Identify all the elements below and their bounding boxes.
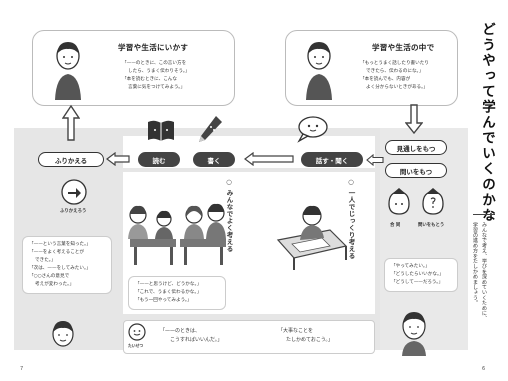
arrow-left-icon	[106, 152, 130, 166]
pencil-icon	[199, 116, 222, 142]
arrow-down-icon	[405, 104, 423, 135]
note-line: 「もう一回やってみよう。」	[135, 298, 192, 303]
right-panel-line: 「もっとうまく話したり書いたり	[360, 61, 429, 66]
read-button[interactable]: 読む	[138, 152, 180, 167]
taisetsu-face-icon	[128, 323, 146, 341]
reflection-note: 「——という言葉を知った。」 「——をよく考えることが できた。」 「次は、——…	[22, 236, 112, 294]
student-head-icon	[306, 42, 332, 100]
left-panel-line: 「本を読むときに、こんな	[122, 77, 177, 82]
note-line: たしかめておこう。」	[286, 337, 334, 343]
write-button[interactable]: 書く	[193, 152, 235, 167]
note-line: こうすればいいんだ。」	[170, 337, 223, 343]
speech-bubble-icon	[297, 116, 328, 143]
left-panel-line: したら、うまく伝わりそう。」	[128, 69, 190, 74]
title-divider	[473, 214, 495, 215]
page-number-right: 6	[482, 366, 486, 372]
note-line: 「どうしたらいいかな。」	[391, 272, 444, 277]
outlook-button[interactable]: 見通しをもつ	[385, 140, 447, 155]
agree-label: 合 同	[390, 223, 401, 228]
group-think-label: ○ みんなでよく考える	[225, 178, 233, 253]
key-point-box	[123, 320, 375, 354]
left-panel-text: 「——のときに、この言い方を したら、うまく伝わりそう。」 「本を読むときに、こ…	[122, 60, 190, 92]
right-panel-text: 「もっとうまく話したり書いたり できたら、伝わるのにな。」 「本を読んでも、内容…	[360, 60, 429, 92]
key-point-text-b: 「大事なことを たしかめておこう。」	[278, 327, 333, 345]
note-line: 「次は、——をしてみたい。」	[29, 266, 91, 271]
question-face-icon	[422, 188, 444, 215]
right-panel-line: よく分からないときがある。」	[366, 85, 429, 90]
note-line: 「——のときは、	[160, 328, 201, 334]
subtitle-line: みんなで考え、学びを深めていくために、	[481, 222, 487, 321]
right-panel-line: 「本を読んでも、内容が	[360, 77, 411, 82]
speak-listen-button[interactable]: 話す・聞く	[301, 152, 363, 167]
reflect-icon	[61, 179, 87, 205]
solo-study-illustration	[276, 205, 348, 270]
book-icon	[148, 120, 174, 141]
right-panel-line: できたら、伝わるのにな。」	[366, 69, 424, 74]
reflect-label: ふりかえろう	[60, 209, 87, 214]
left-panel-title: 学習や生活にいかす	[118, 43, 189, 52]
group-discussion-illustration	[128, 203, 226, 265]
page-title: どうやって学んでいくのかな	[479, 22, 495, 224]
ask-label: 問いをもとう	[418, 223, 445, 228]
arrow-left-icon	[366, 154, 384, 166]
note-line: 「——という言葉を知った。」	[29, 242, 92, 247]
student-head-icon	[52, 321, 74, 347]
right-panel-title: 学習や生活の中で	[372, 43, 435, 52]
left-panel-line: 言葉に気をつけてみよう。」	[128, 85, 186, 90]
agree-face-icon	[388, 188, 410, 215]
subtitle-line: 学習の進め方をたしかめましょう。	[472, 222, 478, 306]
note-line: 「やってみたい。」	[391, 264, 430, 269]
note-line: 「——と思うけど、どうかな。」	[135, 282, 202, 287]
arrow-left-icon	[244, 152, 294, 166]
note-line: 「どうして——だろう。」	[391, 280, 444, 285]
reflect-button[interactable]: ふりかえる	[38, 152, 104, 167]
note-line: できた。」	[35, 258, 56, 263]
motivation-note: 「やってみたい。」 「どうしたらいいかな。」 「どうして——だろう。」	[384, 258, 458, 292]
student-head-icon	[402, 312, 426, 356]
page-subtitle: みんなで考え、学びを深めていくために、 学習の進め方をたしかめましょう。	[470, 222, 488, 321]
discussion-note: 「——と思うけど、どうかな。」 「これで、うまく伝わるかな。」 「もう一回やって…	[128, 276, 226, 310]
taisetsu-label: たいせつ	[128, 343, 144, 348]
question-button[interactable]: 問いをもつ	[385, 163, 447, 178]
left-panel-line: 「——のときに、この言い方を	[122, 61, 187, 66]
note-line: 「○○さんの意見で	[29, 274, 70, 279]
note-line: 「これで、うまく伝わるかな。」	[135, 290, 202, 295]
note-line: 考えが変わった。」	[35, 282, 75, 287]
student-head-icon	[55, 42, 81, 100]
arrow-up-icon	[62, 104, 80, 141]
solo-think-label: ○ 一人でじっくり考える	[347, 178, 355, 260]
key-point-text-a: 「——のときは、 こうすればいいんだ。」	[160, 327, 222, 345]
note-line: 「——をよく考えることが	[29, 250, 84, 255]
page-number-left: 7	[20, 366, 24, 372]
note-line: 「大事なことを	[278, 328, 314, 334]
